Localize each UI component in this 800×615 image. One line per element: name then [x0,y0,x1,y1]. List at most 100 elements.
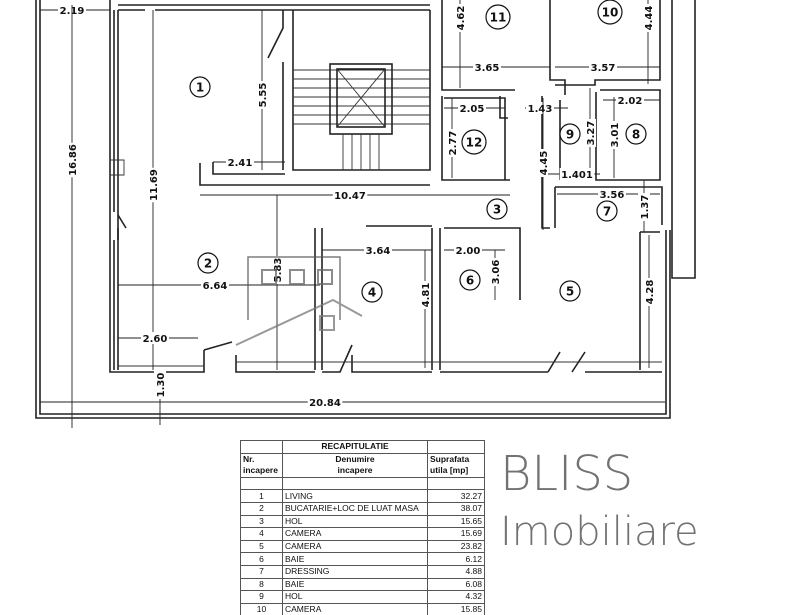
room-number: 1 [196,81,204,95]
room-number: 2 [204,257,212,271]
room-area-cell: 4.32 [427,590,485,604]
dimension-label: 3.56 [600,190,625,201]
dimension-label-bg [616,94,644,106]
dimension-lines: 2.1916.8611.695.552.4110.476.645.832.601… [40,0,665,428]
room-marker-circle [559,280,581,302]
dimension-label-bg [526,102,554,114]
room-marker-circle [559,123,581,145]
header-denumire-2: incapere [282,465,428,478]
room-marker-circle [189,76,211,98]
room-name-cell: DRESSING [282,565,428,579]
table-title: RECAPITULATIE [282,440,428,454]
dimension-label: 2.02 [618,96,643,107]
room-marker-circle [486,198,508,220]
dimension-label-bg [66,142,78,178]
dimension-label-bg [454,244,482,256]
room-marker-circle [459,269,481,291]
dimension-label-bg [419,281,431,309]
room-number-cell: 3 [240,515,283,529]
room-area-cell: 15.65 [427,515,485,529]
dimension-label: 3.57 [591,63,616,74]
dimension-label-bg [643,278,655,306]
room-name-cell: HOL [282,590,428,604]
dimension-label-bg [537,149,549,177]
dimension-label: 2.41 [228,158,253,169]
watermark-text: BLISS Imobiliare [500,446,699,555]
room-name-cell: HOL [282,515,428,529]
dimension-label: 4.62 [456,6,467,31]
dimension-label-bg [446,129,458,157]
room-number-cell: 9 [240,590,283,604]
room-marker-circle [361,281,383,303]
room-name-cell: BAIE [282,578,428,592]
room-number-cell: 1 [240,489,283,503]
room-number-cell: 8 [240,578,283,592]
watermark-line2: Imobiliare [500,509,699,555]
room-name-cell: LIVING [282,489,428,503]
dimension-label: 3.27 [586,121,597,146]
room-area-cell: 23.82 [427,540,485,554]
room-number-cell: 6 [240,552,283,566]
dimension-label-bg [638,193,650,221]
dimension-label: 10.47 [334,191,366,202]
room-number: 4 [368,286,376,300]
room-number: 11 [490,11,507,25]
dimension-label-bg [147,167,159,203]
dimension-label-bg [226,156,254,168]
dimension-label: 1.401 [561,170,593,181]
room-name-cell: BUCATARIE+LOC DE LUAT MASA [282,502,428,516]
room-number-cell: 4 [240,527,283,541]
dimension-label: 2.77 [448,131,459,156]
dimension-label-bg [559,168,595,180]
room-number: 9 [566,128,574,142]
header-suprafata-2: utila [mp] [427,465,485,478]
dimension-label: 5.55 [258,83,269,108]
dimension-label: 1.37 [640,195,651,220]
room-number: 10 [602,6,619,20]
room-name-cell: CAMERA [282,603,428,615]
dimension-label-bg [201,279,229,291]
dimension-label-bg [589,61,617,73]
room-marker-circle [197,252,219,274]
dimension-label-bg [584,119,596,147]
dimension-label: 4.81 [421,283,432,308]
room-name-cell: CAMERA [282,540,428,554]
dimension-label: 3.01 [610,123,621,148]
dimension-label: 2.00 [456,246,481,257]
header-nr-2: incapere [240,465,283,478]
room-name-cell: CAMERA [282,527,428,541]
dimension-label: 1.43 [528,104,553,115]
room-number-cell: 10 [240,603,283,615]
dimension-label: 20.84 [309,398,341,409]
room-number: 6 [466,274,474,288]
room-area-cell: 4.88 [427,565,485,579]
dimension-label-bg [473,61,501,73]
room-marker-circle [625,123,647,145]
room-number: 7 [603,205,611,219]
dimension-label-bg [332,189,368,201]
room-number: 5 [566,285,574,299]
room-marker-circle [485,4,511,30]
dimension-label: 4.45 [539,151,550,176]
dimension-label: 3.65 [475,63,500,74]
dimension-label-bg [141,332,169,344]
room-area-cell: 6.08 [427,578,485,592]
room-number: 8 [632,128,640,142]
area-summary-table: RECAPITULATIE Nr. Denumire Suprafata inc… [240,440,485,615]
header-suprafata: Suprafata [427,453,485,466]
room-area-cell: 38.07 [427,502,485,516]
header-nr: Nr. [240,453,283,466]
room-area-cell: 15.85 [427,603,485,615]
dimension-label: 3.64 [366,246,391,257]
room-area-cell: 6.12 [427,552,485,566]
room-marker-circle [597,0,623,25]
